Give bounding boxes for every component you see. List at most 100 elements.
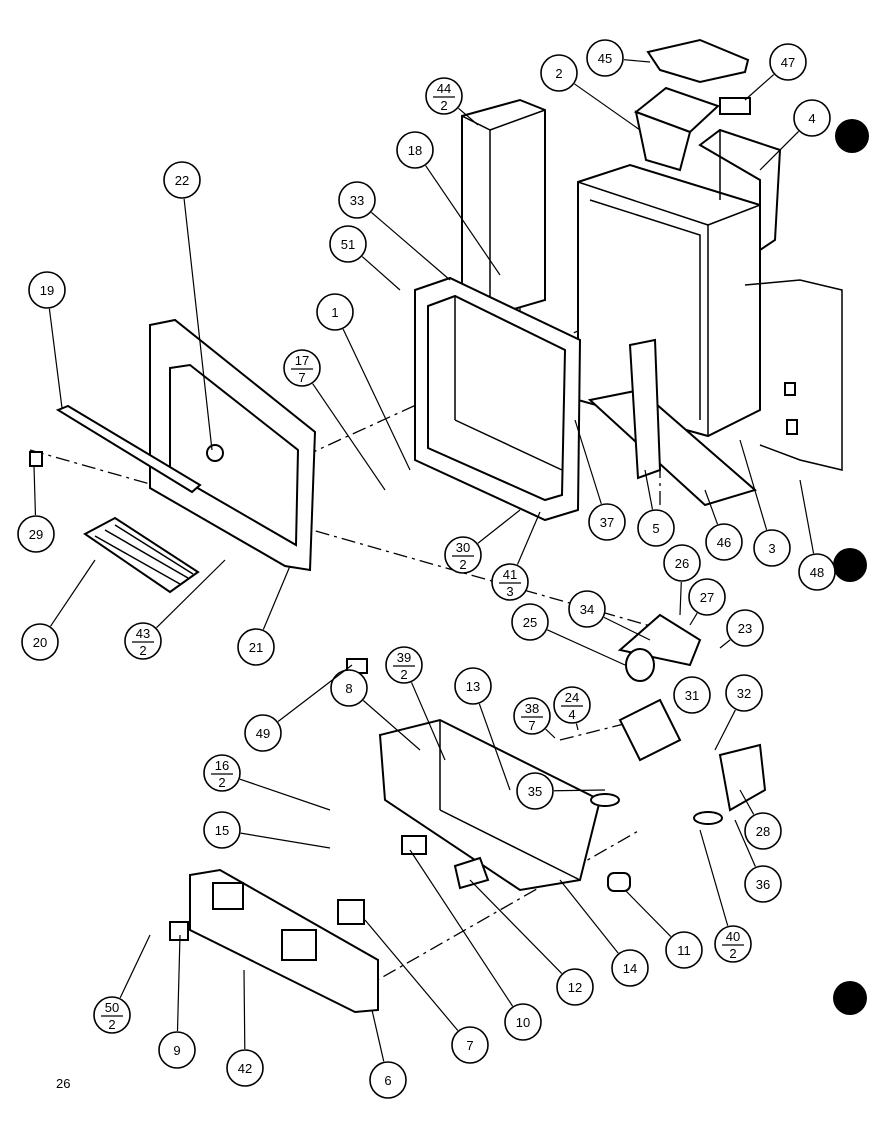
callout-14: 14 bbox=[559, 879, 649, 987]
callout-number: 25 bbox=[523, 615, 537, 630]
callout-circle bbox=[237, 628, 275, 666]
callout-circle bbox=[705, 523, 743, 561]
callout-circle bbox=[798, 553, 836, 591]
callout-circle bbox=[568, 590, 606, 628]
callout-circle bbox=[21, 623, 59, 661]
callout-number: 2 bbox=[555, 66, 562, 81]
callout-quantity: 2 bbox=[729, 946, 736, 961]
callout-circle bbox=[663, 544, 701, 582]
callout-leader-line bbox=[239, 778, 331, 811]
callout-23: 23 bbox=[719, 609, 764, 649]
callout-leader-line bbox=[361, 256, 401, 291]
part-clip bbox=[719, 97, 751, 115]
callout-number: 48 bbox=[810, 565, 824, 580]
callout-circle bbox=[513, 697, 551, 735]
part-rail bbox=[55, 404, 202, 494]
callout-circle bbox=[28, 271, 66, 309]
callout-number: 36 bbox=[756, 877, 770, 892]
callout-21: 21 bbox=[237, 565, 291, 666]
callout-2: 2 bbox=[540, 54, 641, 131]
callout-leader-line bbox=[425, 165, 501, 276]
callout-circle bbox=[586, 39, 624, 77]
part-lower-housing bbox=[378, 718, 602, 892]
callout-18: 18 bbox=[396, 131, 501, 276]
part-gasket-strip bbox=[628, 338, 662, 480]
callout-leader-line bbox=[48, 308, 63, 409]
callout-leader-line bbox=[704, 489, 719, 525]
callout-38: 387 bbox=[513, 697, 556, 739]
callout-leader-line bbox=[739, 439, 768, 530]
callout-number: 28 bbox=[756, 824, 770, 839]
callout-circle bbox=[511, 603, 549, 641]
callout-leader-line bbox=[50, 559, 96, 627]
callout-leader-line bbox=[469, 879, 563, 974]
callout-17: 177 bbox=[283, 349, 386, 491]
registration-mark-top bbox=[835, 119, 869, 153]
callout-leader-line bbox=[719, 639, 731, 649]
callout-number: 34 bbox=[580, 602, 594, 617]
callout-number: 44 bbox=[437, 81, 451, 96]
callout-leader-line bbox=[553, 789, 606, 792]
callout-leader-line bbox=[33, 465, 37, 516]
part-front-trim-frame bbox=[149, 318, 317, 572]
part-duct-column bbox=[461, 98, 546, 318]
part-mount-plate bbox=[189, 868, 379, 1014]
callout-46: 46 bbox=[704, 489, 743, 561]
callout-number: 33 bbox=[350, 193, 364, 208]
callout-number: 17 bbox=[295, 353, 309, 368]
callout-number: 46 bbox=[717, 535, 731, 550]
callout-leader-line bbox=[477, 509, 521, 544]
callout-25: 25 bbox=[511, 603, 626, 666]
callout-circle bbox=[385, 646, 423, 684]
part-small-components bbox=[29, 444, 767, 941]
callout-leader-line bbox=[371, 1009, 385, 1062]
callout-48: 48 bbox=[798, 479, 836, 591]
callout-number: 51 bbox=[341, 237, 355, 252]
callout-number: 32 bbox=[737, 686, 751, 701]
callout-circle bbox=[226, 1049, 264, 1087]
callout-quantity: 2 bbox=[139, 643, 146, 658]
callout-49: 49 bbox=[244, 664, 353, 752]
callout-number: 40 bbox=[726, 929, 740, 944]
callout-circle bbox=[611, 949, 649, 987]
callout-number: 30 bbox=[456, 540, 470, 555]
callout-leader-line bbox=[679, 581, 682, 616]
page-number: 26 bbox=[56, 1076, 70, 1091]
callout-leader-line bbox=[458, 107, 479, 126]
callout-12: 12 bbox=[469, 879, 594, 1006]
callout-leader-line bbox=[734, 819, 756, 867]
callout-circle bbox=[316, 293, 354, 331]
callout-24: 244 bbox=[553, 686, 591, 731]
part-funnel bbox=[633, 86, 720, 172]
callout-leader-line bbox=[410, 682, 446, 761]
callout-number: 26 bbox=[675, 556, 689, 571]
callout-leader-line bbox=[183, 198, 213, 451]
callout-leader-line bbox=[624, 889, 672, 937]
callout-number: 5 bbox=[652, 521, 659, 536]
callout-leader-line bbox=[739, 789, 755, 815]
callout-9: 9 bbox=[158, 934, 196, 1069]
callout-circle bbox=[793, 99, 831, 137]
callout-leader-line bbox=[243, 969, 246, 1050]
callout-leader-line bbox=[559, 879, 619, 954]
callout-leader-line bbox=[371, 211, 451, 281]
callout-leader-line bbox=[689, 612, 698, 626]
callout-circle bbox=[753, 529, 791, 567]
callout-number: 8 bbox=[345, 681, 352, 696]
callout-circle bbox=[714, 925, 752, 963]
callout-number: 14 bbox=[623, 961, 637, 976]
callout-circle bbox=[158, 1031, 196, 1069]
callout-leader-line bbox=[342, 328, 411, 471]
callout-number: 19 bbox=[40, 283, 54, 298]
callout-45: 45 bbox=[586, 39, 651, 77]
callout-40: 402 bbox=[699, 829, 752, 963]
callout-quantity: 7 bbox=[298, 370, 305, 385]
callout-leader-line bbox=[759, 131, 799, 171]
callout-circle bbox=[17, 515, 55, 553]
callout-number: 7 bbox=[466, 1038, 473, 1053]
callout-quantity: 7 bbox=[528, 718, 535, 733]
callout-37: 37 bbox=[574, 419, 626, 541]
callout-30: 302 bbox=[444, 509, 521, 574]
callout-leader-line bbox=[262, 565, 291, 630]
